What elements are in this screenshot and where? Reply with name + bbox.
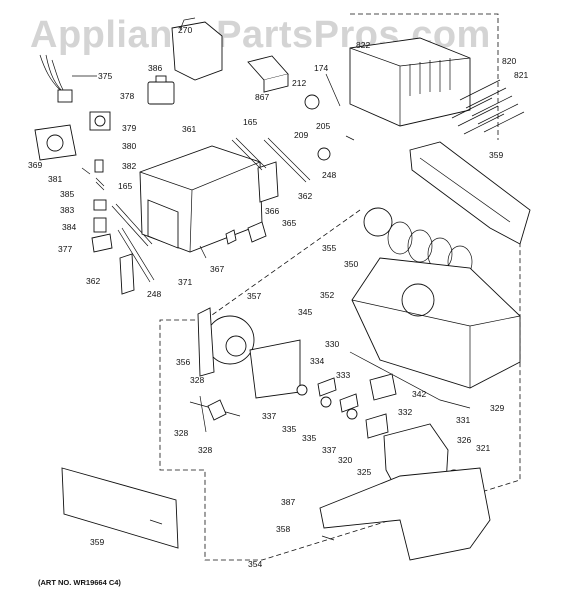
label-328-a: 328 (190, 375, 204, 385)
rods-165-248-left (111, 203, 155, 283)
label-165-left: 165 (118, 181, 132, 191)
label-820: 820 (502, 56, 516, 66)
ice-ejector-fingers-821 (451, 79, 525, 135)
art-number: (ART NO. WR19664 C4) (38, 578, 121, 587)
label-329: 329 (490, 403, 504, 413)
label-357: 357 (247, 291, 261, 301)
label-359-lower: 359 (90, 537, 104, 547)
label-330: 330 (325, 339, 339, 349)
arm-328 (189, 395, 241, 433)
housing-387 (319, 467, 491, 561)
label-352: 352 (320, 290, 334, 300)
label-270: 270 (178, 25, 192, 35)
rod-248-right (263, 137, 311, 183)
label-320: 320 (338, 455, 352, 465)
bracket-362-left (119, 253, 135, 295)
label-248-right: 248 (322, 170, 336, 180)
label-248-left: 248 (147, 289, 161, 299)
callout-labels: 270 375 386 378 379 369 380 382 381 385 … (28, 25, 528, 569)
holder-867 (247, 55, 289, 93)
label-335-b: 335 (302, 433, 316, 443)
label-337-a: 337 (262, 411, 276, 421)
label-331: 331 (456, 415, 470, 425)
label-383: 383 (60, 205, 74, 215)
bracket-362-right (257, 161, 279, 203)
label-350: 350 (344, 259, 358, 269)
label-369: 369 (28, 160, 42, 170)
label-342: 342 (412, 389, 426, 399)
label-356: 356 (176, 357, 190, 367)
label-209: 209 (294, 130, 308, 140)
label-212: 212 (292, 78, 306, 88)
label-332: 332 (398, 407, 412, 417)
label-387: 387 (281, 497, 295, 507)
label-335-a: 335 (282, 424, 296, 434)
label-365: 365 (282, 218, 296, 228)
clips-365-366-367-371 (199, 221, 267, 259)
label-377: 377 (58, 244, 72, 254)
label-334: 334 (310, 356, 324, 366)
label-362-left: 362 (86, 276, 100, 286)
label-385: 385 (60, 189, 74, 199)
label-384: 384 (62, 222, 76, 232)
label-821: 821 (514, 70, 528, 80)
label-361: 361 (182, 124, 196, 134)
rod-165-right (231, 137, 267, 171)
cover-359-right (409, 141, 531, 245)
label-366: 366 (265, 206, 279, 216)
label-345: 345 (298, 307, 312, 317)
label-822: 822 (356, 40, 370, 50)
label-362-right: 362 (298, 191, 312, 201)
cover-359-lower (61, 467, 179, 549)
label-386: 386 (148, 63, 162, 73)
label-381: 381 (48, 174, 62, 184)
parts-small-380-385 (81, 159, 113, 253)
auger-motor-housing-361 (139, 145, 263, 253)
label-375: 375 (98, 71, 112, 81)
screw-358 (321, 535, 335, 541)
label-321: 321 (476, 443, 490, 453)
label-382: 382 (122, 161, 136, 171)
label-867: 867 (255, 92, 269, 102)
label-354: 354 (248, 559, 262, 569)
label-205: 205 (316, 121, 330, 131)
bracket-270 (171, 17, 223, 81)
ice-bucket-352 (351, 257, 521, 389)
small-parts-212-174-209-205 (304, 73, 355, 161)
wire-harness-375 (39, 54, 73, 103)
label-165-right: 165 (243, 117, 257, 127)
label-174: 174 (314, 63, 328, 73)
label-359-right: 359 (489, 150, 503, 160)
label-379: 379 (122, 123, 136, 133)
motor-369 (34, 124, 77, 161)
auger-355-350 (363, 207, 473, 279)
label-371: 371 (178, 277, 192, 287)
label-328-b: 328 (174, 428, 188, 438)
bracket-345 (249, 339, 301, 399)
label-337-b: 337 (322, 445, 336, 455)
linkage-parts (296, 351, 471, 439)
icemaker-822 (349, 37, 471, 127)
coil-378 (89, 111, 111, 131)
valve-386 (147, 75, 175, 105)
label-333: 333 (336, 370, 350, 380)
label-328-c: 328 (198, 445, 212, 455)
motor-357 (197, 307, 255, 377)
label-367: 367 (210, 264, 224, 274)
label-380: 380 (122, 141, 136, 151)
label-326: 326 (457, 435, 471, 445)
label-355: 355 (322, 243, 336, 253)
label-325: 325 (357, 467, 371, 477)
label-378: 378 (120, 91, 134, 101)
label-358: 358 (276, 524, 290, 534)
